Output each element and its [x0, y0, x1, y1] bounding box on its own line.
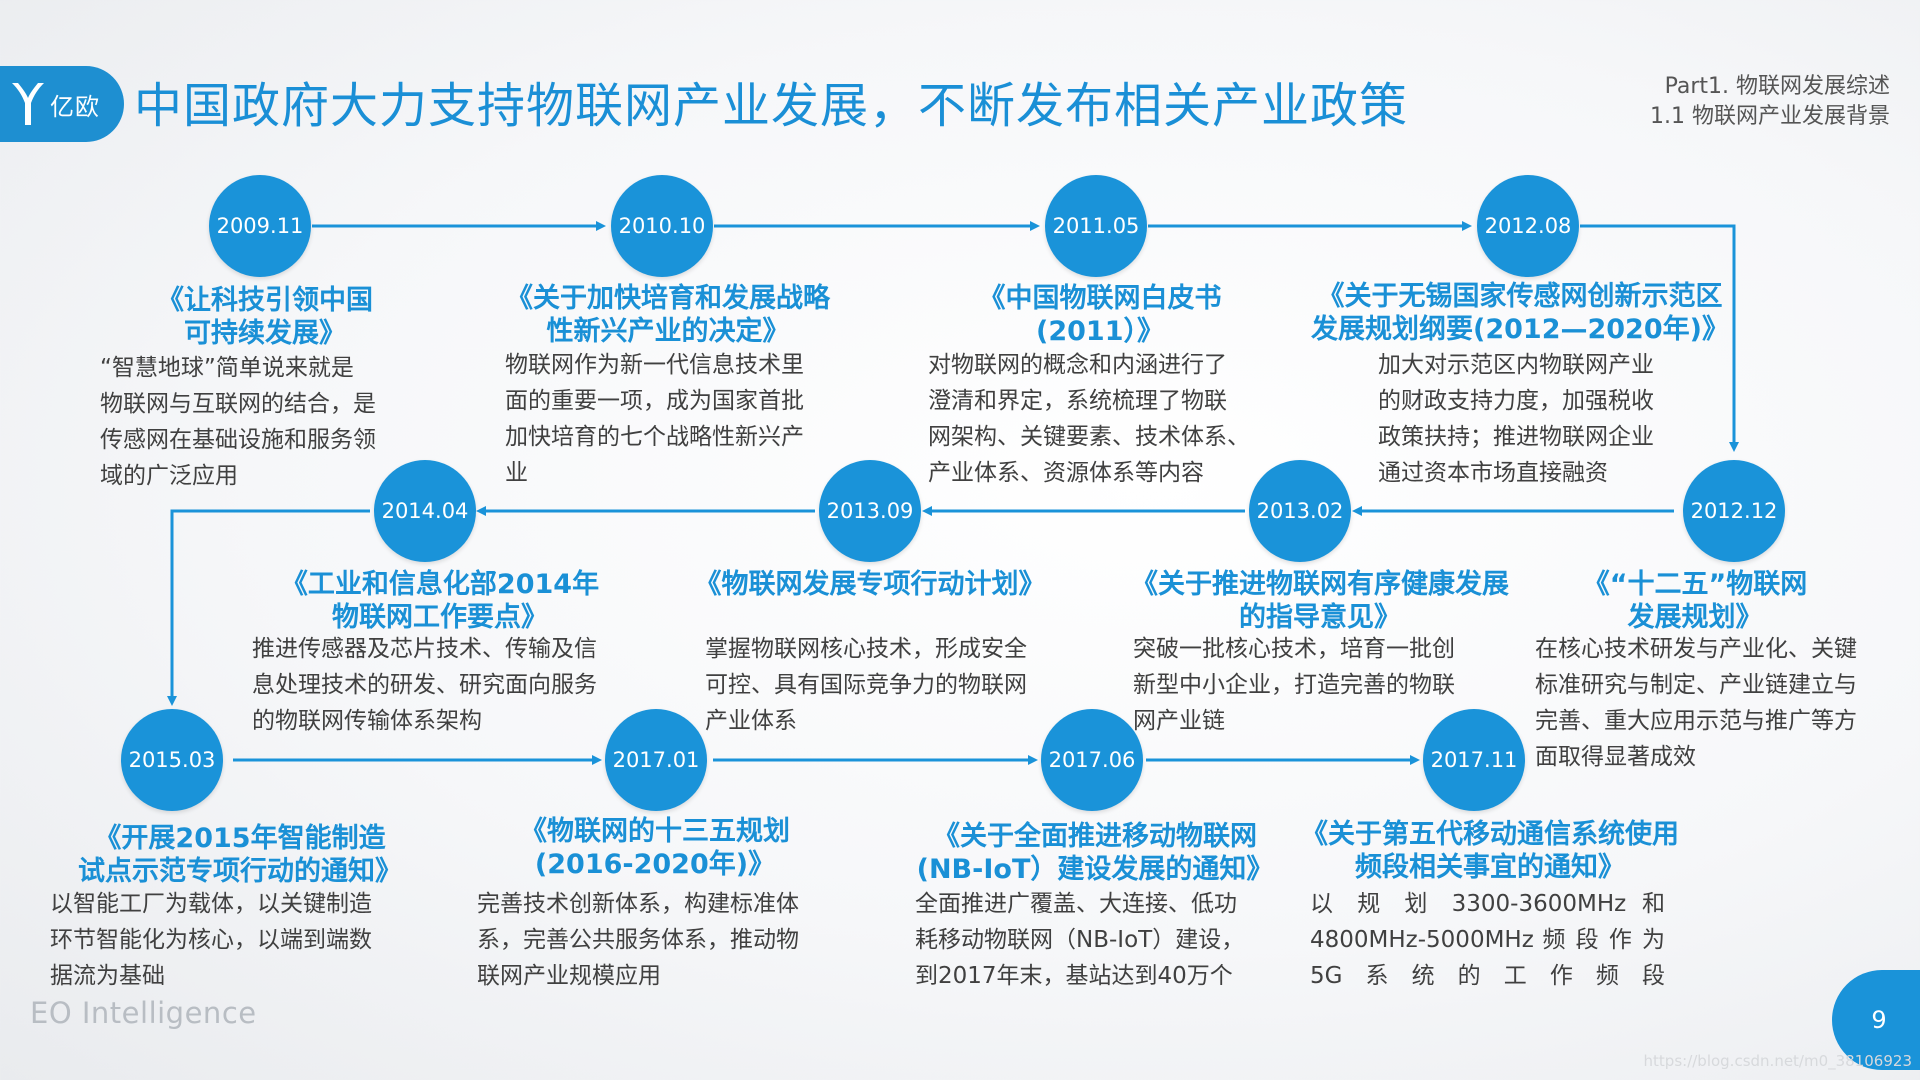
event-description: 对物联网的概念和内涵进行了 澄清和界定，系统梳理了物联 网架构、关键要素、技术体…	[928, 352, 1250, 486]
event-description: 在核心技术研发与产业化、关键 标准研究与制定、产业链建立与 完善、重大应用示范与…	[1535, 636, 1857, 770]
timeline-node-2011-05: 2011.05	[1045, 175, 1147, 277]
event-description: 推进传感器及芯片技术、传输及信 息处理技术的研发、研究面向服务 的物联网传输体系…	[252, 636, 597, 734]
arrow-2014-04-2015-03	[167, 509, 370, 706]
logo-text: 亿欧	[50, 92, 100, 121]
event-title: 《中国物联网白皮书 (2011）》	[978, 283, 1222, 347]
logo: 亿欧	[0, 66, 124, 142]
event-description: 掌握物联网核心技术，形成安全 可控、具有国际竞争力的物联网 产业体系	[705, 636, 1027, 734]
event-title: 《关于加快培育和发展战略 性新兴产业的决定》	[506, 283, 830, 347]
event-description: 突破一批核心技术，培育一批创 新型中小企业，打造完善的物联 网产业链	[1133, 636, 1455, 734]
event-description: “智慧地球”简单说来就是 物联网与互联网的结合，是 传感网在基础设施和服务领 域…	[100, 355, 376, 489]
page-number: 9	[1832, 970, 1920, 1070]
event-title: 《物联网发展专项行动计划》	[694, 569, 1046, 600]
timeline-node-2015-03: 2015.03	[121, 709, 223, 811]
event-description: 以 规 划 3300-3600MHz 和 4800MHz-5000MHz 频 段…	[1310, 891, 1665, 989]
footer-brand: EO Intelligence	[30, 996, 257, 1030]
event-title: 《关于推进物联网有序健康发展 的指导意见》	[1131, 569, 1509, 633]
page-title: 中国政府大力支持物联网产业发展，不断发布相关产业政策	[134, 78, 1409, 134]
section-line-2: 1.1 物联网产业发展背景	[1650, 104, 1890, 129]
event-title: 《物联网的十三五规划 (2016-2020年)》	[520, 816, 790, 880]
timeline-node-2017-01: 2017.01	[605, 709, 707, 811]
timeline-node-2012-12: 2012.12	[1683, 460, 1785, 562]
event-title: 《“十二五”物联网 发展规划》	[1582, 569, 1808, 633]
event-title: 《让科技引领中国 可持续发展》	[157, 285, 373, 349]
timeline-node-2013-09: 2013.09	[819, 460, 921, 562]
event-title: 《关于第五代移动通信系统使用 频段相关事宜的通知》	[1301, 819, 1679, 883]
timeline-node-2010-10: 2010.10	[611, 175, 713, 277]
event-title: 《工业和信息化部2014年 物联网工作要点》	[280, 569, 600, 633]
event-title: 《关于无锡国家传感网创新示范区 发展规划纲要(2012—2020年)》	[1311, 281, 1729, 345]
timeline-node-2017-11: 2017.11	[1423, 709, 1525, 811]
event-description: 全面推进广覆盖、大连接、低功 耗移动物联网（NB-IoT）建设， 到2017年末…	[915, 891, 1245, 989]
arrow-2012-08-2012-12	[1580, 224, 1739, 452]
watermark: https://blog.csdn.net/m0_38106923	[1643, 1052, 1912, 1070]
timeline-node-2014-04: 2014.04	[374, 460, 476, 562]
timeline-node-2013-02: 2013.02	[1249, 460, 1351, 562]
section-tag: Part1. 物联网发展综述 1.1 物联网产业发展背景	[1650, 72, 1890, 132]
event-description: 加大对示范区内物联网产业 的财政支持力度，加强税收 政策扶持；推进物联网企业 通…	[1378, 352, 1654, 486]
logo-y-icon	[12, 83, 44, 125]
timeline-node-2009-11: 2009.11	[209, 175, 311, 277]
event-title: 《关于全面推进移动物联网 (NB-IoT）建设发展的通知》	[916, 821, 1274, 885]
event-description: 以智能工厂为载体，以关键制造 环节智能化为核心，以端到端数 据流为基础	[50, 891, 372, 989]
event-description: 完善技术创新体系，构建标准体 系，完善公共服务体系，推动物 联网产业规模应用	[477, 891, 799, 989]
event-title: 《开展2015年智能制造 试点示范专项行动的通知》	[78, 823, 402, 887]
timeline-node-2017-06: 2017.06	[1041, 709, 1143, 811]
section-line-1: Part1. 物联网发展综述	[1664, 74, 1890, 99]
timeline-node-2012-08: 2012.08	[1477, 175, 1579, 277]
event-description: 物联网作为新一代信息技术里 面的重要一项，成为国家首批 加快培育的七个战略性新兴…	[505, 352, 804, 486]
